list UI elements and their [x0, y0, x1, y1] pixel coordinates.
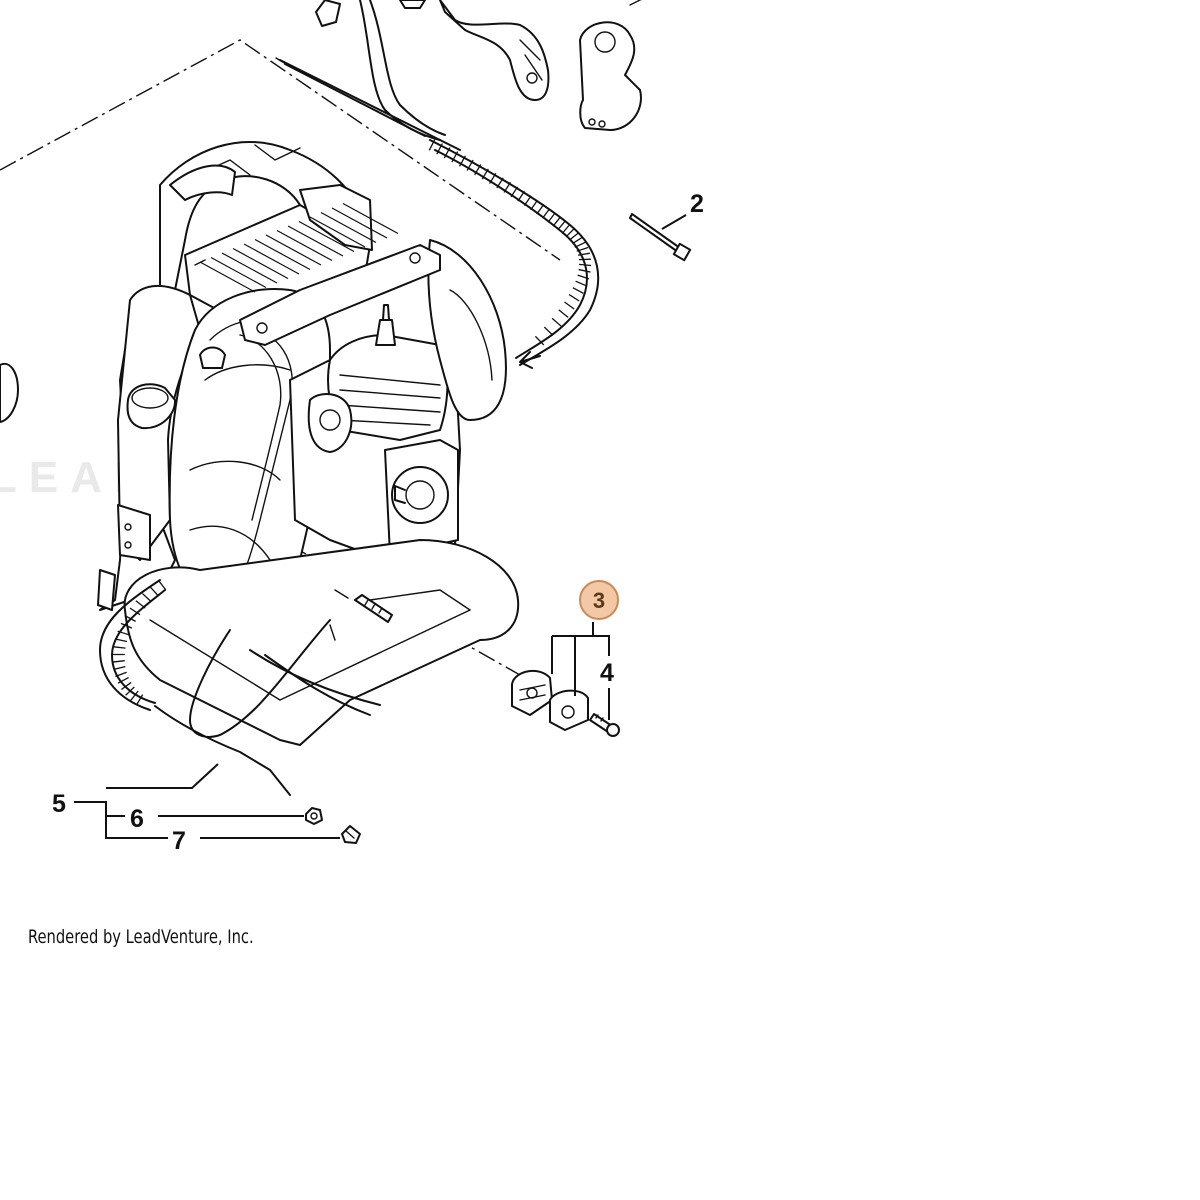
conduit-coil	[428, 139, 592, 346]
part-2-cable-tie	[629, 213, 692, 262]
render-credit: Rendered by LeadVenture, Inc.	[28, 926, 254, 948]
control-cables-top	[275, 0, 600, 366]
callout-leaders	[74, 214, 687, 839]
callout-7: 7	[172, 827, 186, 855]
callout-3-highlight	[579, 580, 619, 620]
callout-4: 4	[600, 659, 614, 687]
left-edge-part	[0, 362, 19, 423]
conduit-arrow	[519, 351, 541, 369]
throttle-cable-lower	[99, 579, 381, 796]
lower-conduit-coil	[112, 579, 167, 706]
callout-5: 5	[52, 790, 66, 818]
mounting-screw	[354, 594, 393, 623]
callout-6: 6	[130, 805, 144, 833]
engine-frame	[97, 141, 520, 746]
part-7-plug	[341, 825, 361, 844]
callout-2: 2	[690, 190, 704, 218]
part-3-clamp-assembly	[511, 669, 620, 737]
callout-3: 3	[593, 588, 605, 613]
part-6-nut	[305, 807, 323, 825]
throttle-handle-part	[399, 0, 642, 131]
callout-labels: 2 3 4 5 6 7	[52, 190, 704, 855]
